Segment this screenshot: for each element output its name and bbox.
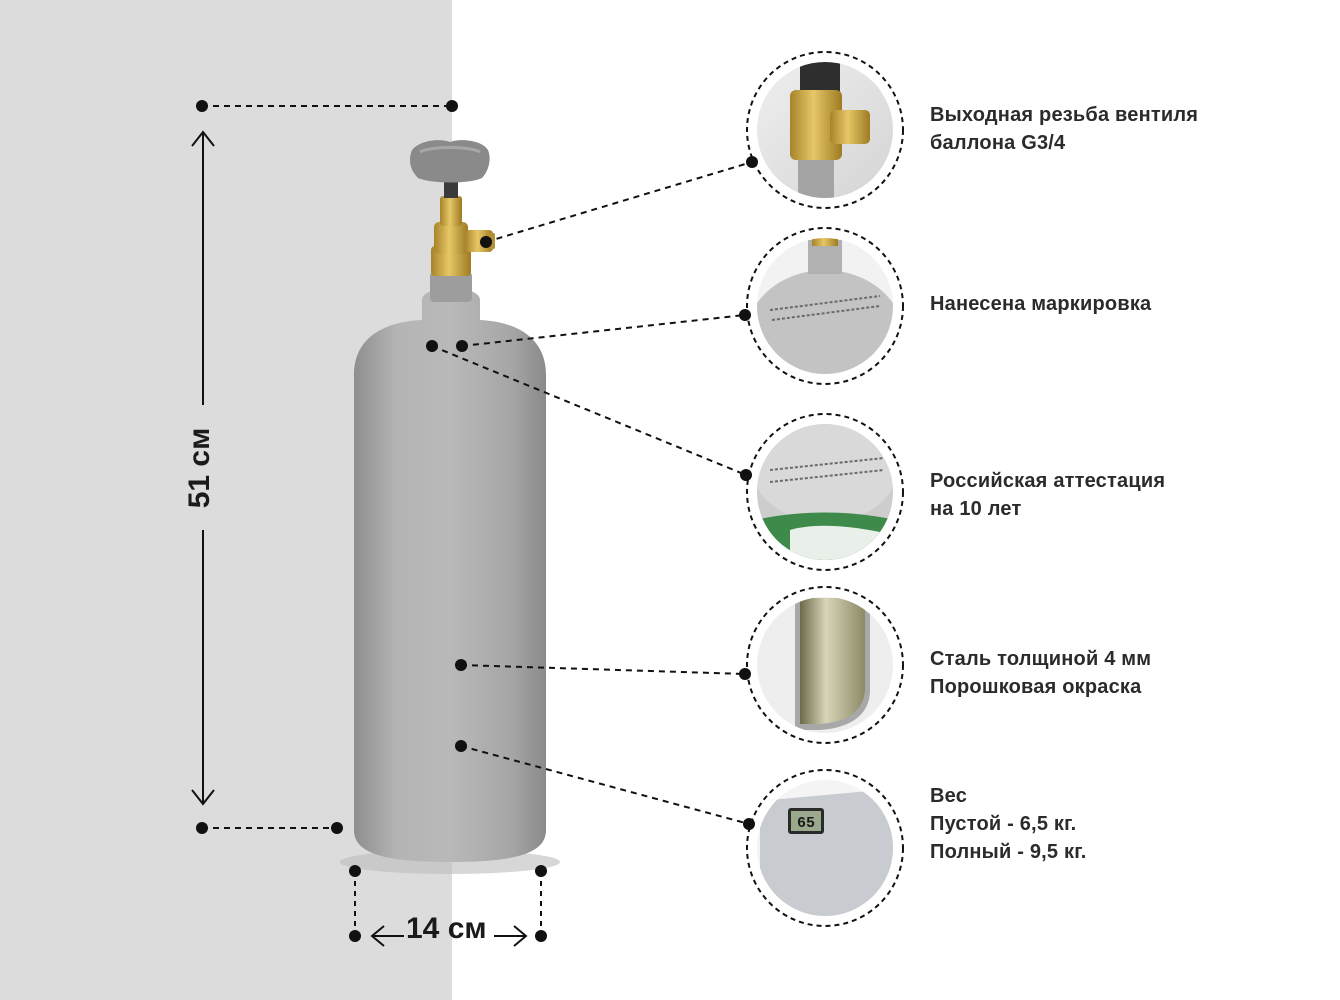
- height-dimension: [191, 100, 458, 834]
- scale-display: 65: [797, 815, 815, 832]
- label-valve-thread: Выходная резьба вентиля баллона G3/4: [930, 101, 1198, 157]
- label-line: Порошковая окраска: [930, 676, 1142, 698]
- label-line: Полный - 9,5 кг.: [930, 841, 1087, 863]
- label-line: Нанесена маркировка: [930, 293, 1152, 315]
- brass-valve: [431, 180, 495, 276]
- label-marking: Нанесена маркировка: [930, 290, 1151, 318]
- callout-weight: 65: [746, 769, 904, 927]
- callout-steel: [746, 586, 904, 744]
- label-certification: Российская аттестация на 10 лет: [930, 467, 1165, 523]
- callout-certification: [746, 413, 904, 571]
- label-line: Российская аттестация: [930, 470, 1166, 492]
- label-line: Выходная резьба вентиля: [930, 104, 1199, 126]
- label-line: Пустой - 6,5 кг.: [930, 813, 1077, 835]
- width-dimension: [349, 865, 547, 947]
- label-line: баллона G3/4: [930, 132, 1066, 154]
- label-steel: Сталь толщиной 4 мм Порошковая окраска: [930, 645, 1151, 701]
- gas-cylinder: [354, 272, 546, 862]
- label-line: Вес: [930, 785, 968, 807]
- width-label: 14 см: [406, 912, 487, 945]
- callout-valve-thread: [746, 51, 904, 209]
- label-weight: Вес Пустой - 6,5 кг. Полный - 9,5 кг.: [930, 782, 1086, 866]
- label-line: на 10 лет: [930, 498, 1022, 520]
- handwheel: [410, 140, 490, 183]
- label-line: Сталь толщиной 4 мм: [930, 648, 1152, 670]
- height-label: 51 см: [183, 427, 216, 509]
- callout-marking: [746, 227, 904, 385]
